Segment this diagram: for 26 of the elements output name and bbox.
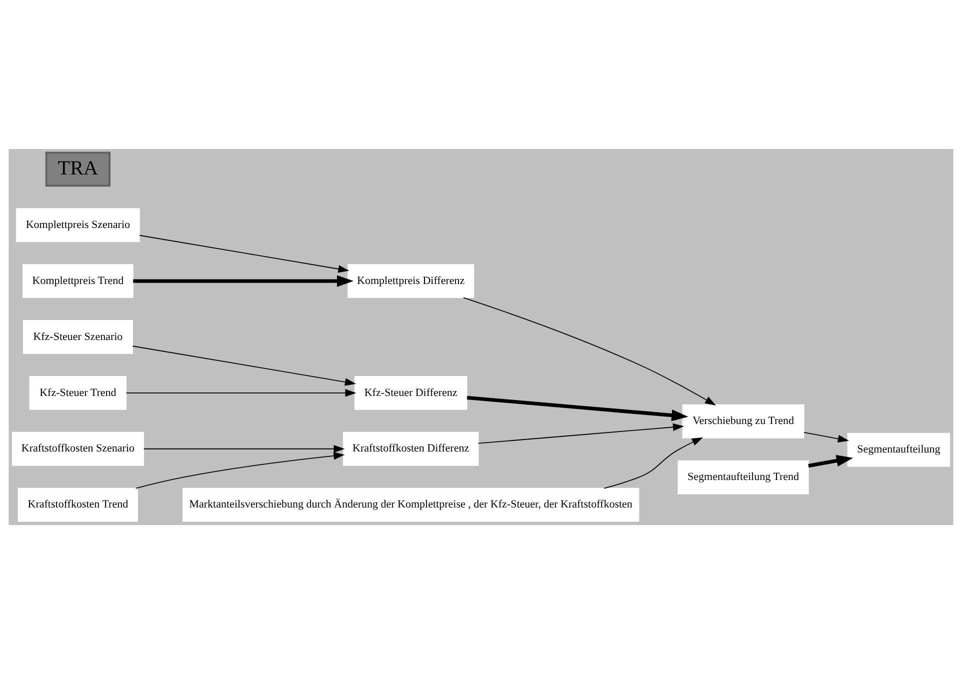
arrow (133, 274, 354, 286)
arrow (808, 454, 854, 468)
node-box: Komplettpreis Szenario (16, 208, 140, 242)
arrow (804, 431, 849, 442)
node-box: Segmentaufteilung (847, 432, 950, 466)
arrow (139, 234, 350, 272)
arrow (126, 388, 356, 396)
node-box: Kfz-Steuer Differenz (354, 375, 468, 410)
node-box: Kraftstoffkosten Differenz (342, 431, 479, 466)
arrow (466, 395, 688, 421)
arrow (478, 422, 684, 444)
node-box: Kfz-Steuer Szenario (22, 320, 133, 354)
node-box: Verschiebung zu Trend (682, 404, 804, 438)
node-box: Komplettpreis Differenz (348, 264, 474, 298)
arrow (135, 452, 345, 488)
arrow (132, 345, 356, 386)
arrow (143, 444, 345, 452)
arrow (604, 436, 703, 488)
arrow (463, 296, 716, 405)
node-box: Kraftstoffkosten Szenario (12, 431, 144, 466)
node-box: Segmentaufteilung Trend (678, 460, 809, 494)
node-box: Kraftstoffkosten Trend (18, 487, 138, 522)
node-box: Marktanteilsverschiebung durch Änderung der Komplettpreise , der Kfz-Steuer, der Kraftstoffkosten (182, 487, 640, 522)
node-box: TRA (45, 151, 110, 186)
node-box: Kfz-Steuer Trend (29, 375, 127, 410)
node-box: Komplettpreis Trend (22, 264, 134, 298)
